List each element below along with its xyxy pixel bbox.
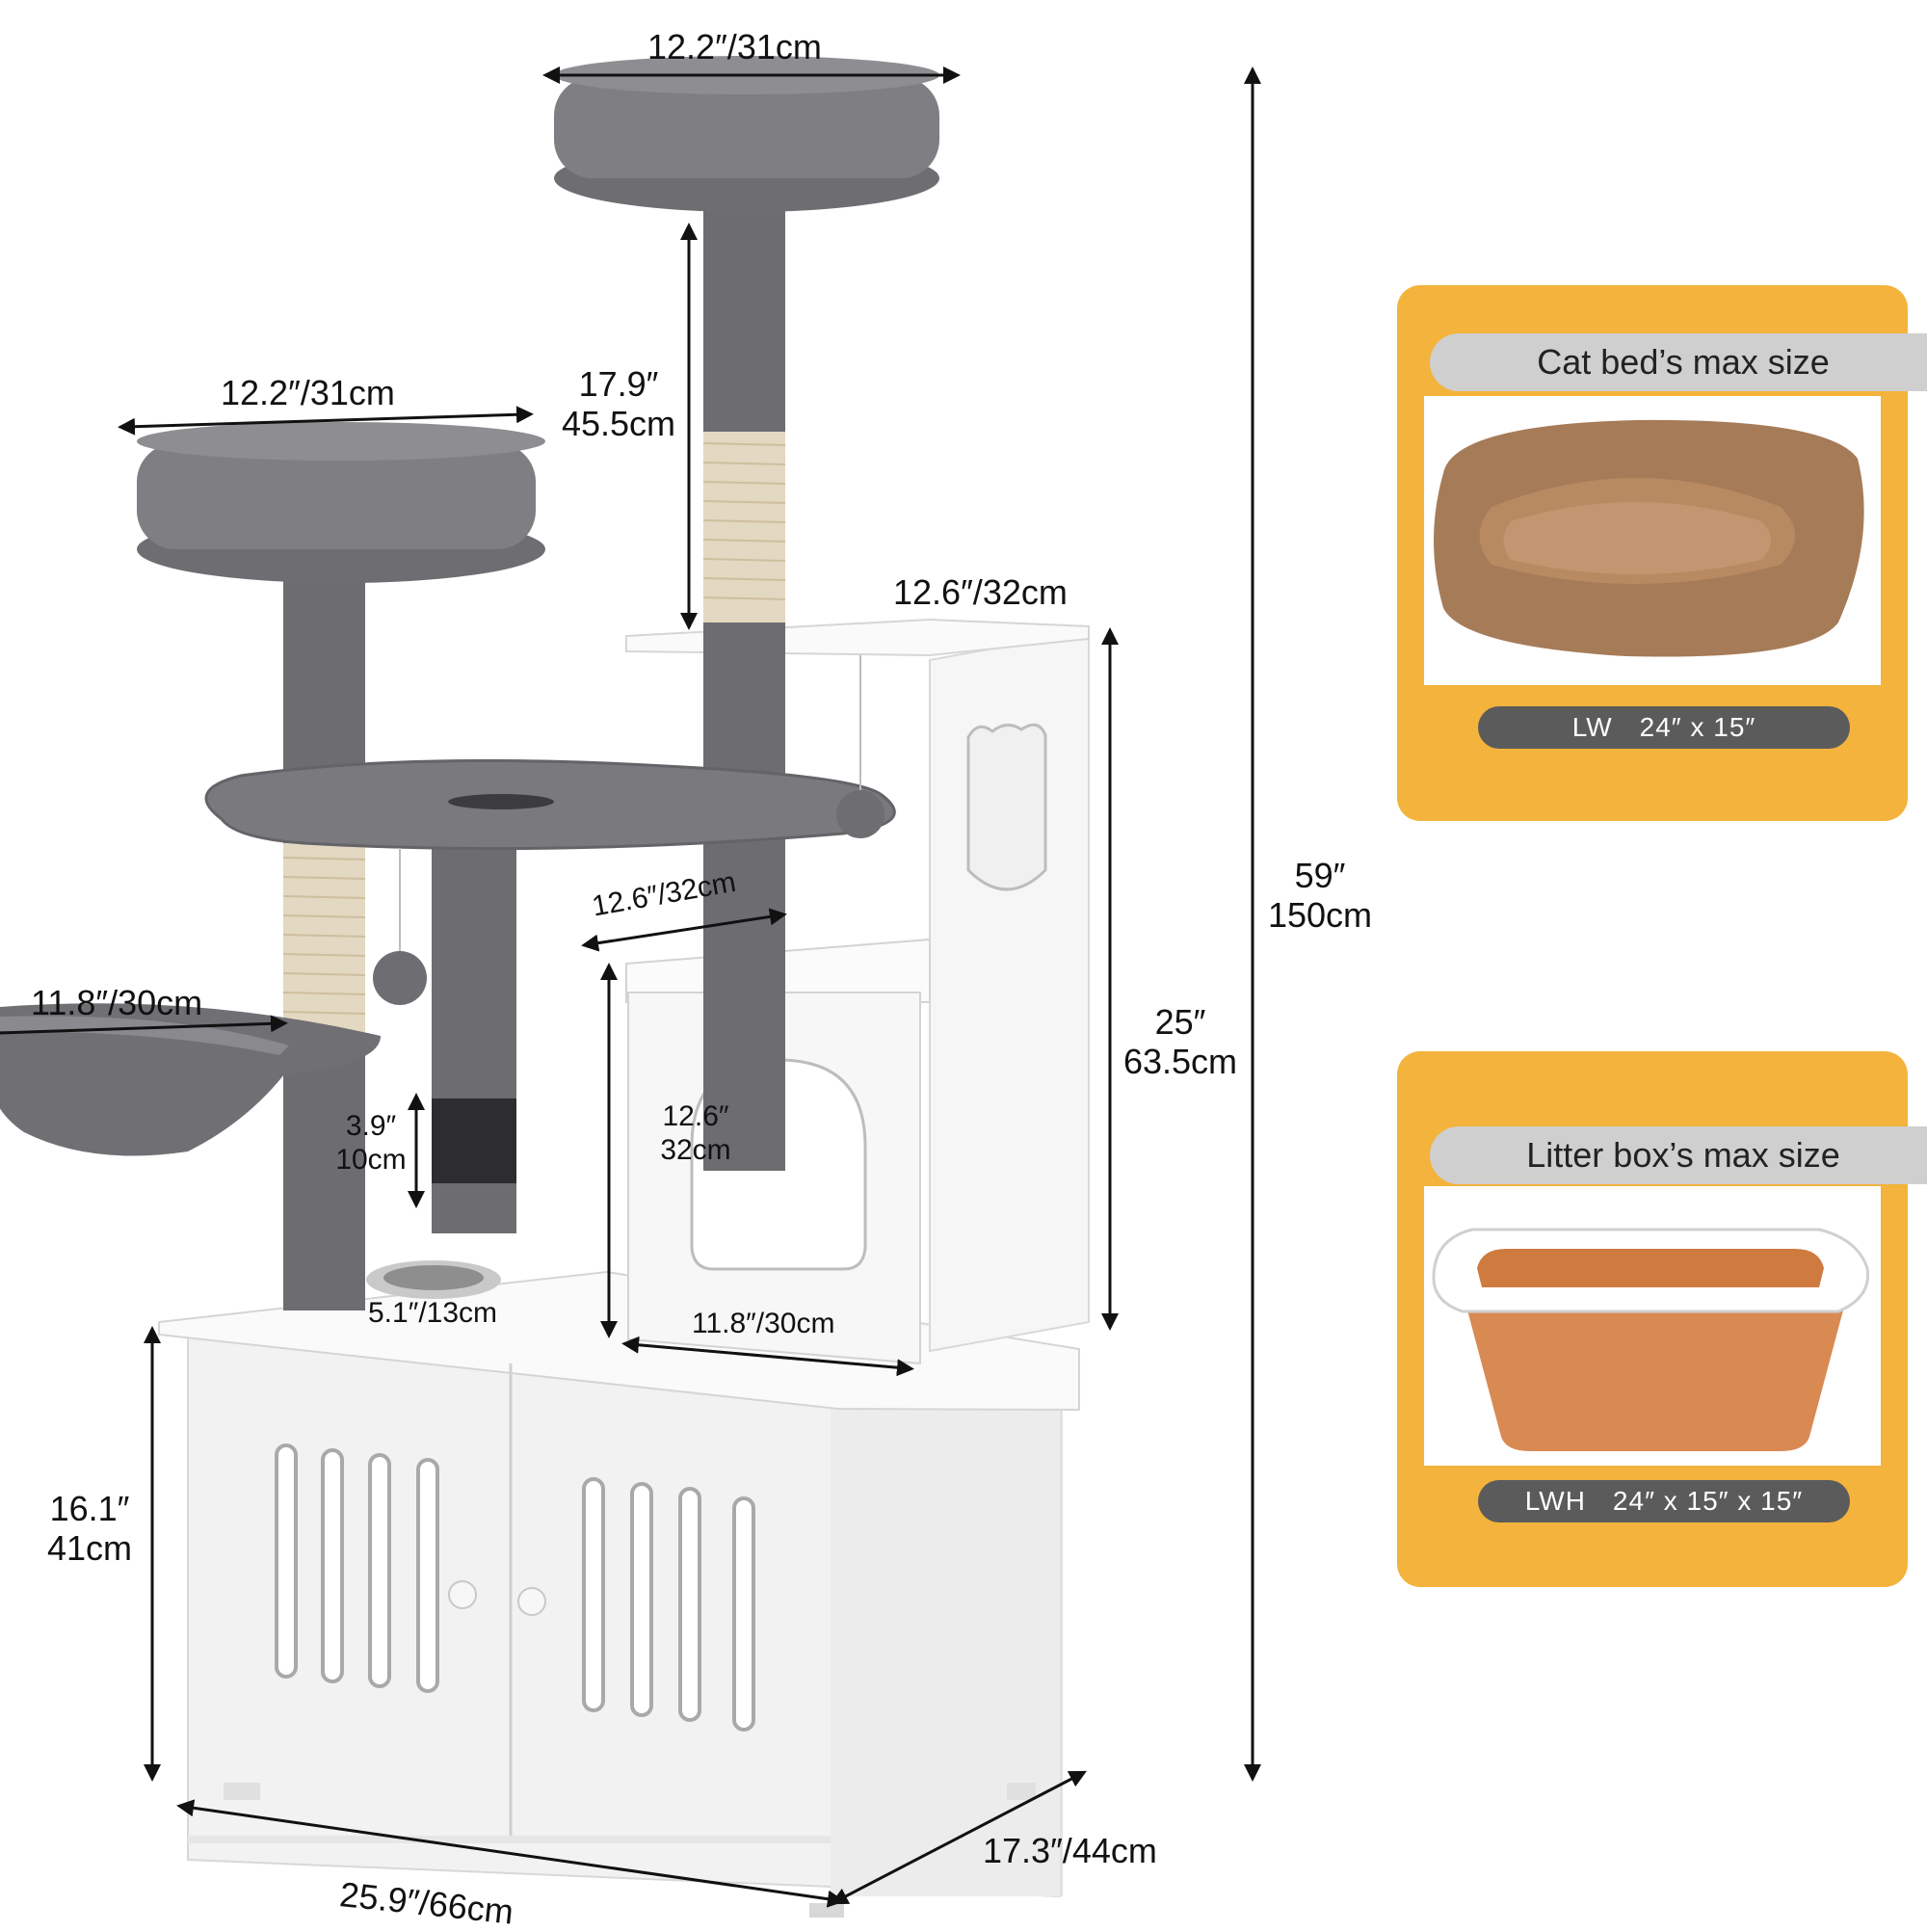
- litter-box-size-label: LWH: [1524, 1486, 1586, 1516]
- cat-bed-size-card: Cat bed’s max size LW 24″ x 15″: [1397, 285, 1927, 821]
- cabinet-depth-label: 17.3″/44cm: [983, 1831, 1157, 1870]
- cat-bed-image: [1434, 419, 1864, 657]
- hammock: [0, 1003, 381, 1156]
- ring-platform: [204, 655, 896, 1005]
- left-door-knob[interactable]: [448, 1580, 477, 1609]
- cat-bed-size-value: 24″ x 15″: [1639, 712, 1756, 742]
- top-post-height-cm: 45.5cm: [561, 404, 676, 444]
- grooming-brush: [432, 1098, 516, 1183]
- storage-cabinet: [158, 1270, 1080, 1918]
- litter-box-photo: [1424, 1186, 1881, 1466]
- top-bed-width-label: 12.2″/31cm: [647, 27, 822, 66]
- middle-perch: [137, 422, 545, 583]
- cat-bed-card-title: Cat bed’s max size: [1430, 333, 1927, 391]
- cabinet-height-cm: 41cm: [46, 1528, 133, 1569]
- brush-height-cm: 10cm: [335, 1143, 407, 1176]
- right-door-knob[interactable]: [517, 1587, 546, 1616]
- top-perch: [554, 56, 939, 212]
- upper-height-cm: 63.5cm: [1122, 1042, 1238, 1082]
- cat-bed-photo: [1424, 396, 1881, 685]
- litter-box-size-pill: LWH 24″ x 15″ x 15″: [1478, 1480, 1850, 1522]
- litter-box-card-title: Litter box’s max size: [1430, 1126, 1927, 1184]
- food-bowl: [366, 1260, 501, 1299]
- total-height-cm: 150cm: [1267, 895, 1373, 936]
- litter-box-size-value: 24″ x 15″ x 15″: [1612, 1486, 1804, 1516]
- upper-height-label: 25″ 63.5cm: [1113, 1002, 1248, 1082]
- cabinet-height-in: 16.1″: [49, 1489, 130, 1528]
- total-height-label: 59″ 150cm: [1257, 856, 1383, 936]
- cabinet-height-label: 16.1″ 41cm: [37, 1489, 143, 1569]
- total-height-in: 59″: [1294, 856, 1346, 895]
- condo-width-label: 11.8″/30cm: [692, 1308, 835, 1339]
- upper-height-in: 25″: [1154, 1002, 1206, 1042]
- condo-height-cm: 32cm: [660, 1133, 731, 1166]
- cat-bed-size-pill: LW 24″ x 15″: [1478, 706, 1850, 749]
- shelf-width-label: 12.6″/32cm: [893, 572, 1068, 612]
- posts: [282, 207, 786, 1310]
- condo-height-in: 12.6″: [662, 1100, 729, 1132]
- top-post-height-label: 17.9″ 45.5cm: [551, 364, 686, 444]
- dimension-lines: [0, 66, 1261, 1908]
- hammock-width-label: 11.8″/30cm: [31, 983, 203, 1022]
- top-post-height-in: 17.9″: [578, 364, 659, 404]
- condo-height-label: 12.6″ 32cm: [647, 1100, 744, 1167]
- left-door-vents: [275, 1443, 755, 1732]
- cat-bed-size-label: LW: [1571, 712, 1613, 742]
- mid-bed-width-label: 12.2″/31cm: [221, 373, 395, 412]
- bowl-diameter-label: 5.1″/13cm: [368, 1297, 498, 1329]
- brush-height-in: 3.9″: [345, 1110, 397, 1142]
- litter-box-size-card: Litter box’s max size LWH 24″ x 15″ x 15…: [1397, 1051, 1927, 1587]
- litter-box-image: [1432, 1228, 1870, 1451]
- brush-height-label: 3.9″ 10cm: [328, 1110, 414, 1177]
